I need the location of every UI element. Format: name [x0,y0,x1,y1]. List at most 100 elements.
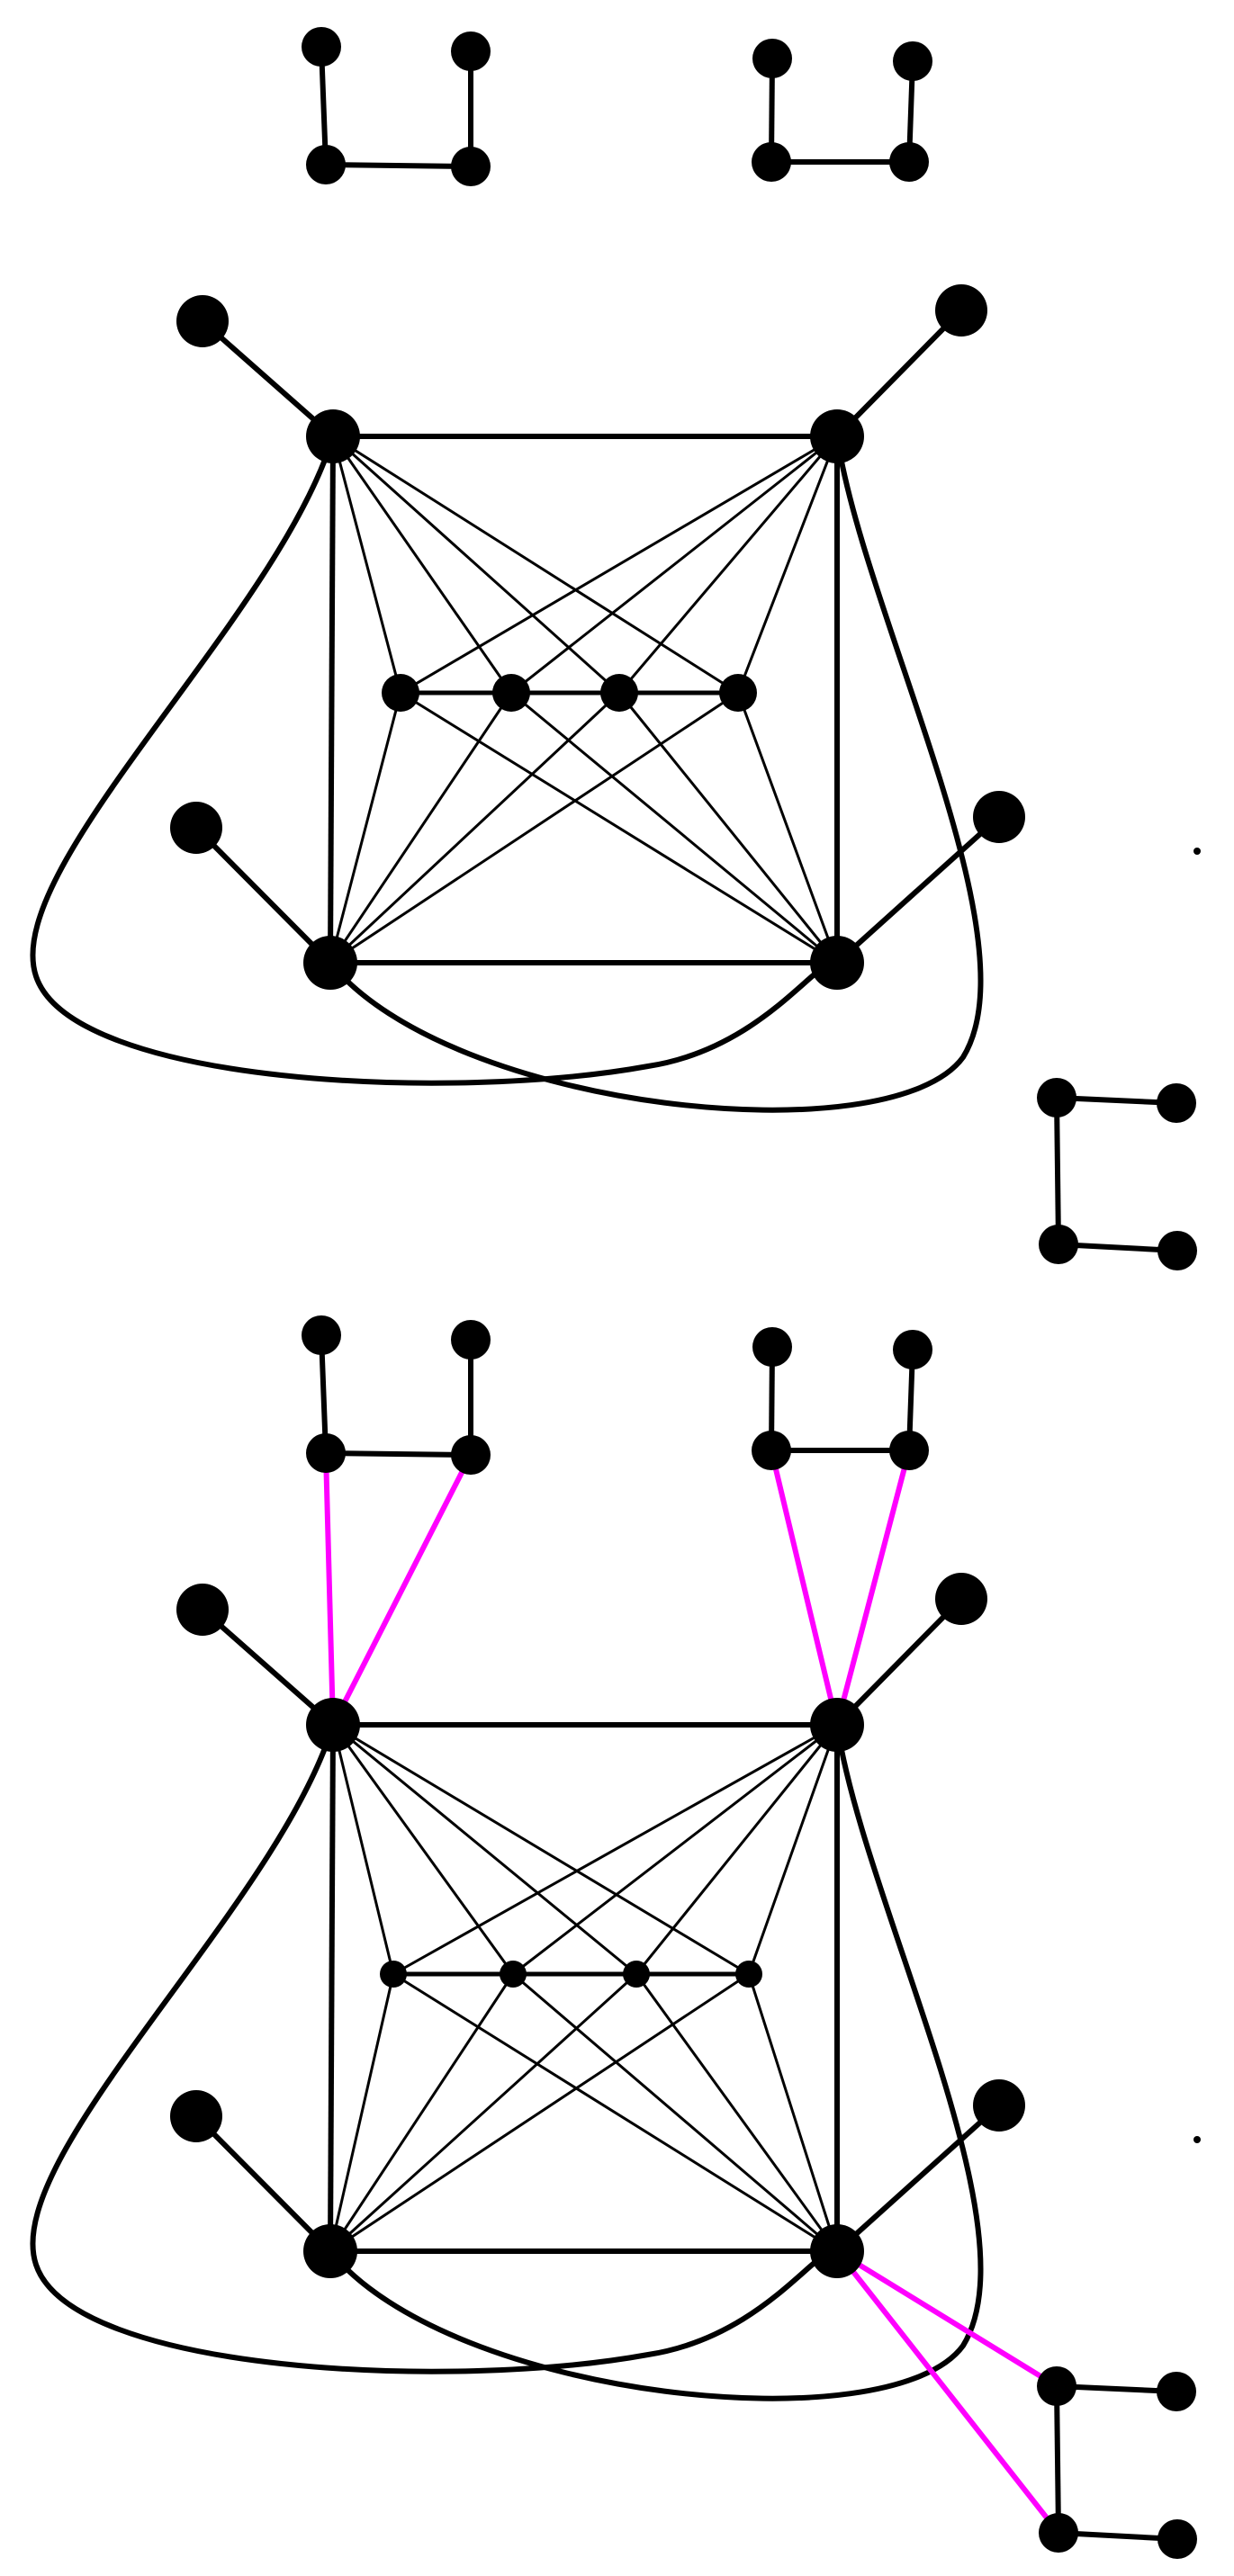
hub-inner-edge [332,435,739,695]
hub-node [810,2224,864,2278]
component-node [1157,1231,1197,1270]
hub-inner-edge [329,692,513,964]
inner-node [719,674,757,712]
component-node [1157,2519,1197,2559]
curved-edge-left [30,1724,839,2374]
component-node [306,145,346,184]
hub-inner-edge [329,1972,638,2253]
component-node [893,41,932,81]
hub-inner-edge [617,435,839,694]
hub-inner-edge [331,435,621,695]
hub-inner-edge [331,1724,515,1975]
added-edge [330,1453,473,1727]
hub-inner-edge [329,1973,395,2252]
hub-inner-edge [512,1723,838,1976]
component-edge [1056,1095,1177,1106]
inner-node [382,674,419,712]
component-node [893,1330,932,1369]
hub-inner-edge [329,691,739,965]
component-edge [1058,2530,1178,2542]
component-node [1037,1078,1076,1117]
hub-inner-edge [510,691,838,965]
hub-inner-edge [392,1972,838,2253]
inner-node [500,1961,527,1988]
hub-node [306,1698,360,1752]
hub-inner-edge [617,692,839,964]
component-edge [1056,2383,1177,2394]
hub-node [810,1698,864,1752]
component-node [1157,1083,1196,1123]
component-node [1039,2513,1078,2553]
pendant-edge [834,814,1002,965]
component-node [451,1435,491,1475]
component-edge [1054,2385,1061,2534]
component-node [451,31,491,71]
hub-inner-edge [329,1973,515,2252]
inner-node [380,1961,407,1988]
component-node [752,1327,792,1367]
pendant-edge [201,319,335,439]
hub-inner-edge [736,692,839,964]
component-node [752,142,791,182]
curved-edge-left [30,435,839,1086]
component-node [752,39,792,78]
hub-inner-edge [736,435,839,694]
leaf-node [973,791,1025,843]
component-edge [1054,1097,1061,1245]
pendant-edge [194,825,333,965]
component-node [1157,2372,1196,2411]
added-edge [834,2249,1061,2535]
hub-node [810,409,864,463]
isolated-dot [1193,2136,1201,2143]
isolated-dot [1193,848,1201,855]
component-node [451,1320,491,1360]
added-edge [769,1450,840,1726]
pendant-edge [834,308,964,439]
added-edge [835,2248,1058,2389]
component-edge [325,162,472,169]
hub-inner-edge [332,1723,637,1976]
hub-node [303,2224,357,2278]
inner-node [492,674,530,712]
pendant-edge [834,2103,1002,2254]
leaf-node [973,2079,1025,2132]
inner-node [735,1961,762,1988]
hub-inner-edge [332,1723,750,1976]
component-node [889,142,929,182]
hub-inner-edge [329,692,402,964]
curved-edge-right [328,435,984,1113]
hub-inner-edge [331,1724,395,1975]
hub-inner-edge [331,435,513,694]
pendant-edge [194,2114,333,2254]
pendant-edge [201,1607,335,1728]
added-edge [323,1452,336,1726]
component-node [889,1431,929,1470]
bottom-graph-panel [30,1315,1201,2559]
hub-inner-edge [512,1972,838,2253]
component-edge [1058,1242,1178,1253]
hub-inner-edge [635,1973,839,2252]
leaf-node [170,2090,222,2142]
hub-inner-edge [510,435,838,695]
inner-node [600,674,638,712]
hub-node [303,936,357,990]
leaf-node [176,1584,229,1636]
hub-inner-edge [331,435,402,694]
leaf-node [935,284,987,337]
square-edge [328,435,336,964]
curved-edge-right [328,1724,984,2401]
component-node [302,1315,341,1355]
component-node [1037,2366,1076,2406]
component-node [306,1433,346,1473]
component-edge [325,1450,472,1458]
hub-inner-edge [747,1973,839,2252]
pendant-edge [834,1596,964,1728]
component-node [752,1431,791,1470]
top-graph-panel [30,27,1201,1270]
leaf-node [176,295,229,347]
hub-inner-edge [400,435,838,695]
component-node [1039,1225,1078,1264]
hub-inner-edge [747,1724,839,1975]
leaf-node [170,802,222,854]
